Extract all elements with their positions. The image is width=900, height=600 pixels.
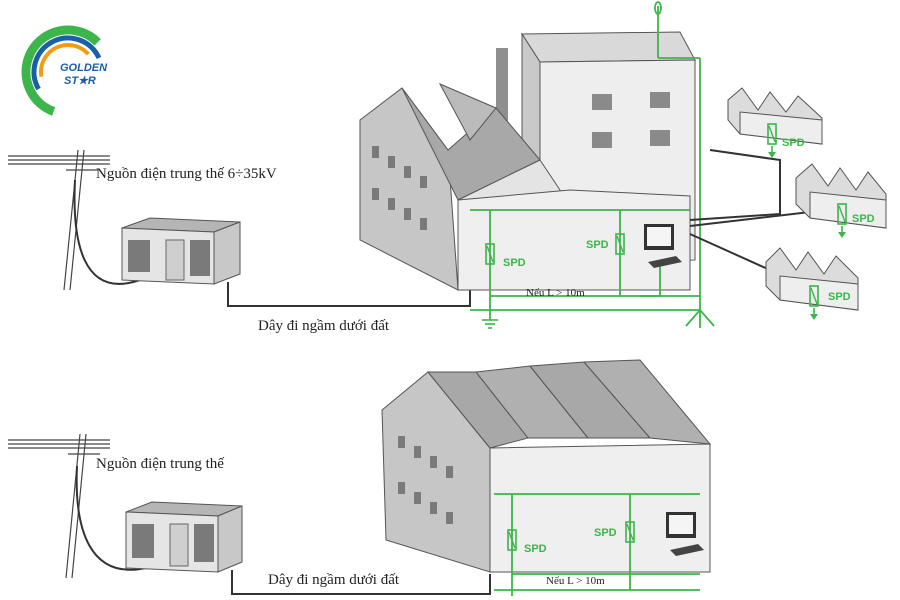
spd-label-top-2: SPD [586,239,609,251]
ground-symbol-top [482,319,498,329]
underground-cable-bottom [231,570,491,595]
distance-label-bottom: Nếu L > 10m [546,575,605,587]
spd-label-top-1: SPD [503,257,526,269]
satellite-building-3 [765,247,859,311]
spd-label-sat-2: SPD [852,213,875,225]
cable-label-top: Dây đi ngầm dưới đất [258,318,390,334]
satellite-building-2 [795,163,887,229]
spd-label-bottom-1: SPD [524,543,547,555]
spd-label-sat-1: SPD [782,137,805,149]
underground-cable-top [227,282,471,307]
satellite-building-1 [727,87,823,145]
computer-icon-bottom [666,512,704,556]
ground-sat-3 [809,307,819,321]
spd-label-bottom-2: SPD [594,527,617,539]
computer-icon-top [644,224,682,268]
feed-cable-top [73,179,141,285]
source-label-bottom: Nguồn điện trung thế [96,456,224,472]
logo-text-star: ST★R [64,75,96,87]
transformer-kiosk-bottom [125,501,243,573]
distance-label-top: Nếu L > 10m [526,287,585,299]
golden-star-logo: GOLDEN ST★R [21,25,115,119]
protection-wiring-top [470,1,715,328]
transformer-kiosk-top [121,217,241,285]
factory-building-top [359,31,696,291]
ground-sat-1 [767,145,777,159]
cable-label-bottom: Dây đi ngầm dưới đất [268,572,400,588]
factory-building-bottom [381,359,712,573]
feed-cable-bottom [75,465,147,571]
logo-text-golden: GOLDEN [60,62,108,74]
power-pole-bottom [8,433,110,579]
power-pole-top [8,149,110,291]
ground-sat-2 [837,225,847,239]
source-label-top: Nguồn điện trung thế 6÷35kV [96,166,277,182]
data-lines-top [689,149,811,271]
spd-label-sat-3: SPD [828,291,851,303]
